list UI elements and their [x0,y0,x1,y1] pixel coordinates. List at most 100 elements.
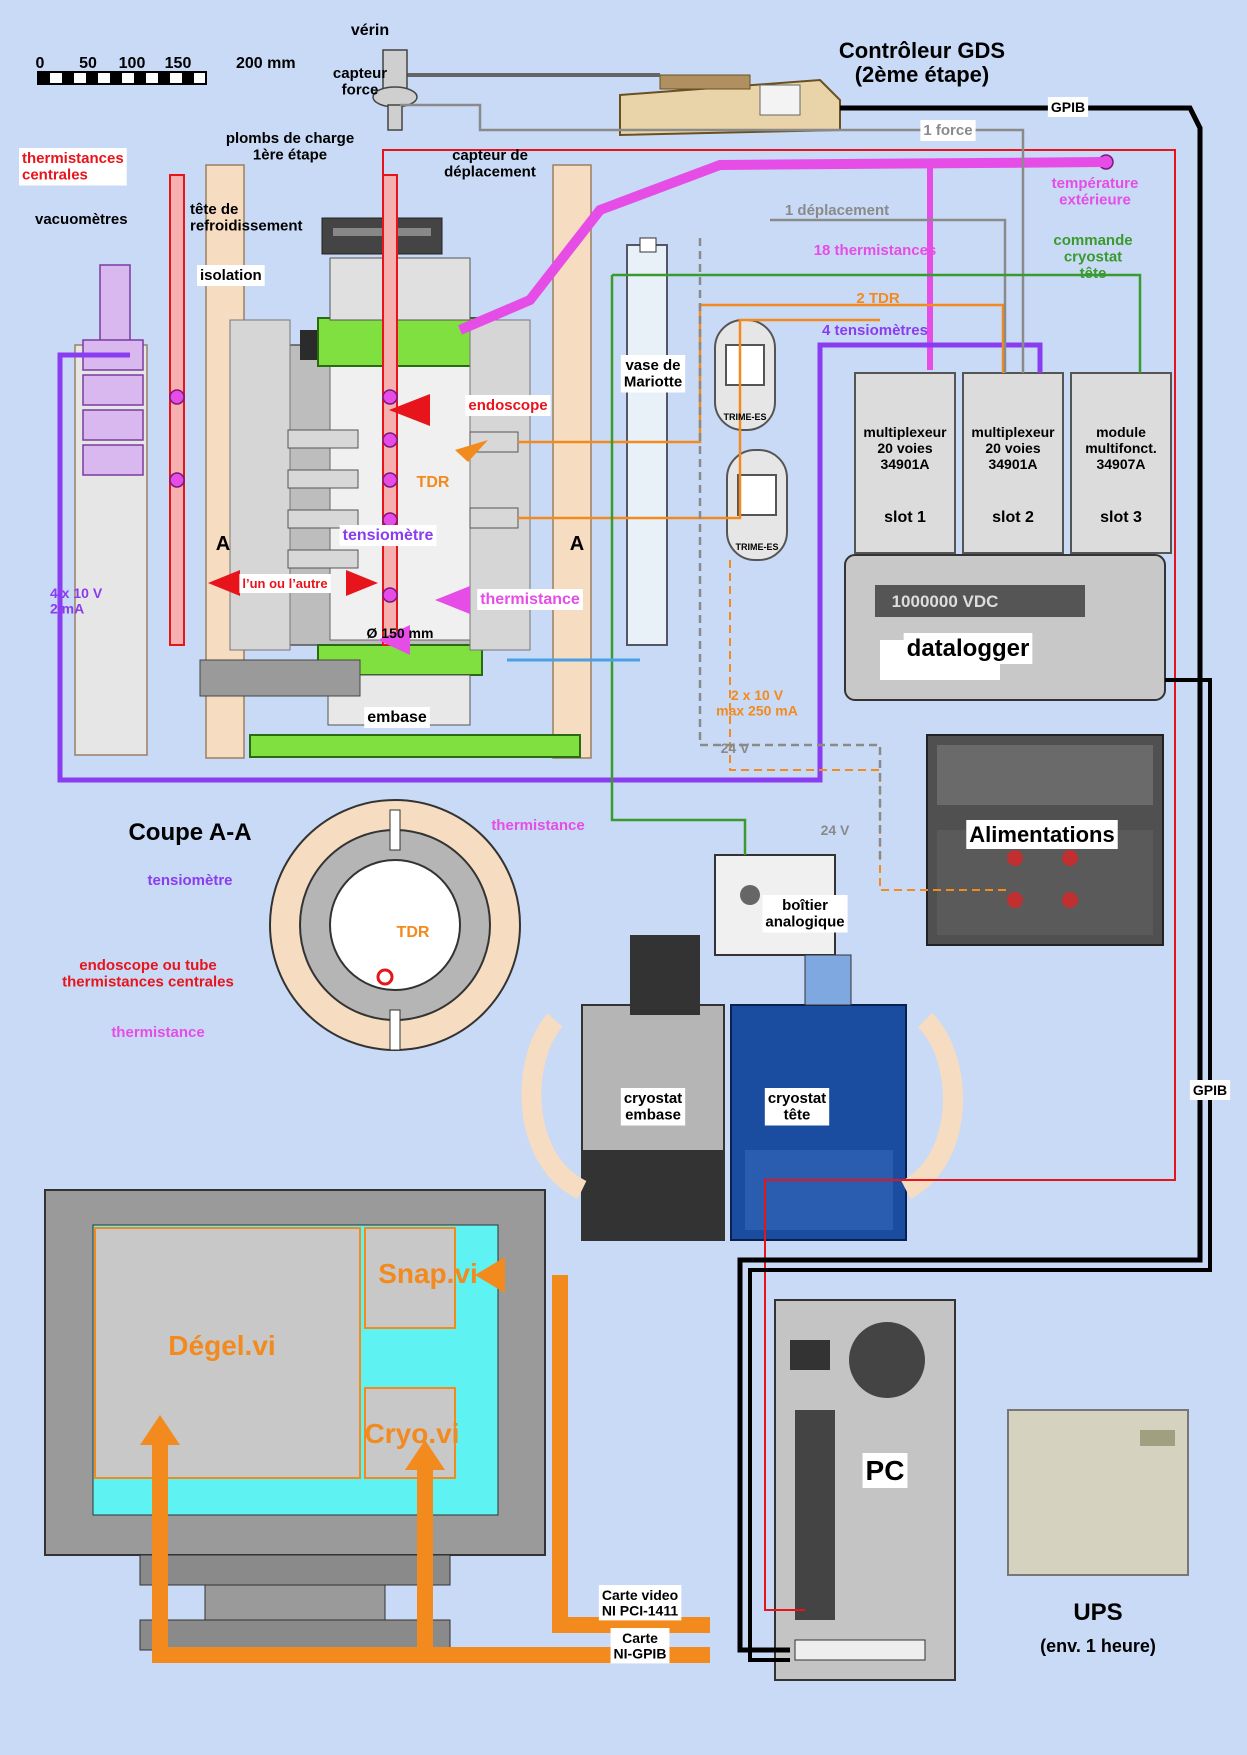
label-coupe-tdr: TDR [397,924,430,941]
label-alimentations: Alimentations [966,820,1117,849]
svg-text:A: A [570,533,584,555]
svg-text:datalogger: datalogger [907,635,1030,662]
svg-text:tensiomètre: tensiomètre [343,527,434,544]
svg-text:1000000 VDC: 1000000 VDC [892,592,999,611]
label-one-force: 1 force [920,120,975,141]
svg-text:Cryo.vi: Cryo.vi [365,1418,460,1449]
label-vase: vase deMariotte [621,355,685,393]
label-cryo-embase: cryostatembase [621,1088,685,1126]
label-tensiometre: tensiomètre [340,525,437,546]
scale-tick: 100 [119,55,146,72]
svg-text:thermistance: thermistance [491,817,584,834]
label-v24-b: 24 V [821,822,850,838]
svg-text:1 force: 1 force [923,122,972,139]
force-sensor [373,50,417,130]
scale-tick: 150 [165,55,192,72]
label-endoscope: endoscope [465,395,550,416]
label-a-right: A [570,533,584,555]
svg-text:UPS: UPS [1073,1599,1122,1626]
svg-text:TRIME-ES: TRIME-ES [723,412,766,422]
svg-text:Alimentations: Alimentations [969,822,1114,847]
svg-text:18 thermistances: 18 thermistances [814,242,937,259]
label-eighteen-therm: 18 thermistances [814,242,937,259]
label-two-tdr: 2 TDR [856,290,900,307]
svg-text:(env. 1 heure): (env. 1 heure) [1040,1636,1156,1656]
slot-number-label: slot 1 [884,509,926,526]
svg-text:endoscope: endoscope [468,397,547,414]
label-cryo-vi: Cryo.vi [365,1418,460,1449]
svg-text:TDR: TDR [417,474,450,491]
slot-number-label: slot 3 [1100,509,1142,526]
svg-text:thermistance: thermistance [111,1024,204,1041]
label-one-depl: 1 déplacement [785,202,889,219]
datalogger-unit [845,555,1165,700]
svg-text:TRIME-ES: TRIME-ES [735,542,778,552]
label-lun-lautre: l’un ou l’autre [239,574,330,593]
label-tdr: TDR [417,474,450,491]
svg-text:4 tensiomètres: 4 tensiomètres [822,322,928,339]
svg-text:isolation: isolation [200,267,262,284]
label-coupe-therm-top: thermistance [491,817,584,834]
label-datalogger-display: 1000000 VDC [892,592,999,611]
scale-tick: 200 mm [236,55,296,72]
svg-text:1 déplacement: 1 déplacement [785,202,889,219]
svg-text:tensiomètre: tensiomètre [147,872,232,889]
label-gpib-right: GPIB [1190,1080,1230,1100]
svg-text:TDR: TDR [397,924,430,941]
svg-text:A: A [216,533,230,555]
label-capteur-depl: capteur dedéplacement [444,147,536,181]
label-thermistance: thermistance [477,589,583,610]
scale-tick: 50 [79,55,97,72]
label-verin: vérin [351,22,389,39]
svg-text:Contrôleur GDS(2ème étape): Contrôleur GDS(2ème étape) [839,38,1005,87]
svg-text:embase: embase [367,709,427,726]
trime-devices [715,320,787,560]
label-gpib-top: GPIB [1048,97,1088,117]
label-trime2: TRIME-ES [735,542,778,552]
label-ups: UPS [1073,1599,1122,1626]
scale-tick: 0 [36,55,45,72]
svg-text:GPIB: GPIB [1051,99,1085,115]
label-snap: Snap.vi [378,1258,478,1289]
svg-text:capteur dedéplacement: capteur dedéplacement [444,147,536,181]
cryostat-embase-unit [531,935,724,1240]
scale-bar [38,72,206,84]
svg-text:GPIB: GPIB [1193,1082,1227,1098]
label-four-tens: 4 tensiomètres [822,322,928,339]
svg-text:Ø 150 mm: Ø 150 mm [367,625,434,641]
label-cryo-tete: cryostattête [765,1088,829,1126]
slot-number-label: slot 2 [992,509,1034,526]
label-vacuometres: vacuomètres [35,211,128,228]
svg-text:24 V: 24 V [721,740,750,756]
section-aa [270,800,520,1050]
label-datalogger: datalogger [904,633,1033,664]
label-pc: PC [863,1453,908,1488]
svg-text:Coupe A-A: Coupe A-A [128,819,251,846]
pc-tower [775,1300,955,1680]
label-coupe-tens: tensiomètre [147,872,232,889]
svg-text:vacuomètres: vacuomètres [35,211,128,228]
label-v24-a: 24 V [721,740,750,756]
svg-text:2 x 10 Vmax 250 mA: 2 x 10 Vmax 250 mA [716,687,798,718]
label-coupe: Coupe A-A [128,819,251,846]
label-a-left: A [216,533,230,555]
svg-text:24 V: 24 V [821,822,850,838]
svg-text:Snap.vi: Snap.vi [378,1258,478,1289]
label-coupe-therm-bottom: thermistance [111,1024,204,1041]
svg-text:thermistance: thermistance [480,591,580,608]
label-diam: Ø 150 mm [367,625,434,641]
